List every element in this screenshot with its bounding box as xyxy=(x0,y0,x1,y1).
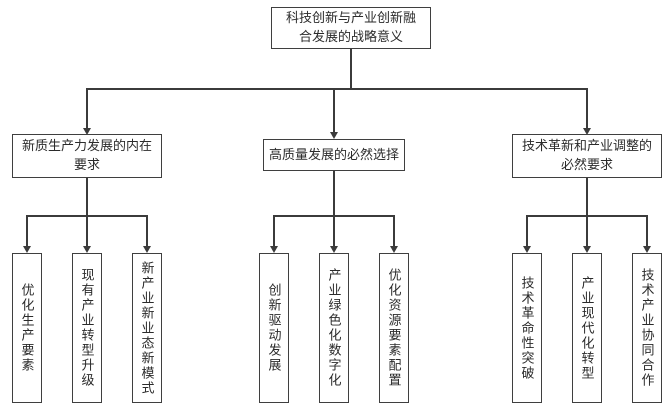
branch-node-2: 高质量发展的必然选择 xyxy=(263,139,405,171)
arrowhead-down-icon xyxy=(23,246,31,253)
connector-line xyxy=(86,88,588,90)
arrowhead-down-icon xyxy=(270,246,278,253)
leaf-node-2-3: 优化资源要素配置 xyxy=(379,253,409,403)
arrowhead-down-icon xyxy=(143,246,151,253)
connector-line xyxy=(526,215,528,246)
leaf-label: 新产业新业态新模式 xyxy=(139,260,155,396)
connector-line xyxy=(586,178,588,216)
leaf-node-1-1: 优化生产要素 xyxy=(12,253,42,403)
branch-1-label: 新质生产力发展的内在要求 xyxy=(21,138,152,172)
arrowhead-down-icon xyxy=(390,246,398,253)
leaf-label: 技术产业协同合作 xyxy=(639,268,655,388)
leaf-node-2-2: 产业绿色化数字化 xyxy=(319,253,349,403)
connector-line xyxy=(586,215,588,246)
arrowhead-down-icon xyxy=(83,246,91,253)
arrowhead-down-icon xyxy=(83,128,91,135)
leaf-node-3-3: 技术产业协同合作 xyxy=(632,253,662,403)
leaf-node-3-2: 产业现代化转型 xyxy=(572,253,602,403)
connector-line xyxy=(586,88,588,128)
leaf-label: 现有产业转型升级 xyxy=(79,268,95,388)
arrowhead-down-icon xyxy=(583,246,591,253)
connector-line xyxy=(86,88,88,128)
leaf-label: 产业现代化转型 xyxy=(579,275,595,381)
connector-line xyxy=(273,215,275,246)
arrowhead-down-icon xyxy=(330,132,338,139)
connector-line xyxy=(86,178,88,216)
leaf-node-1-3: 新产业新业态新模式 xyxy=(132,253,162,403)
leaf-label: 创新驱动发展 xyxy=(266,283,282,373)
arrowhead-down-icon xyxy=(643,246,651,253)
connector-line xyxy=(26,215,28,246)
connector-line xyxy=(86,215,88,246)
leaf-label: 优化生产要素 xyxy=(19,283,35,373)
branch-node-1: 新质生产力发展的内在要求 xyxy=(12,134,162,178)
connector-line xyxy=(333,215,335,246)
root-node: 科技创新与产业创新融合发展的战略意义 xyxy=(271,7,431,49)
leaf-node-2-1: 创新驱动发展 xyxy=(259,253,289,403)
connector-line xyxy=(146,215,148,246)
connector-line xyxy=(333,171,335,216)
connector-line xyxy=(333,88,335,132)
arrowhead-down-icon xyxy=(523,246,531,253)
leaf-node-3-1: 技术革命性突破 xyxy=(512,253,542,403)
leaf-label: 产业绿色化数字化 xyxy=(326,268,342,388)
branch-node-3: 技术革新和产业调整的必然要求 xyxy=(512,134,662,178)
leaf-node-1-2: 现有产业转型升级 xyxy=(72,253,102,403)
connector-line xyxy=(350,49,352,88)
root-label: 科技创新与产业创新融合发展的战略意义 xyxy=(285,10,416,44)
connector-line xyxy=(393,215,395,246)
leaf-label: 技术革命性突破 xyxy=(519,275,535,381)
leaf-label: 优化资源要素配置 xyxy=(386,268,402,388)
arrowhead-down-icon xyxy=(330,246,338,253)
connector-line xyxy=(646,215,648,246)
arrowhead-down-icon xyxy=(583,128,591,135)
branch-3-label: 技术革新和产业调整的必然要求 xyxy=(521,138,652,172)
branch-2-label: 高质量发展的必然选择 xyxy=(268,146,399,162)
